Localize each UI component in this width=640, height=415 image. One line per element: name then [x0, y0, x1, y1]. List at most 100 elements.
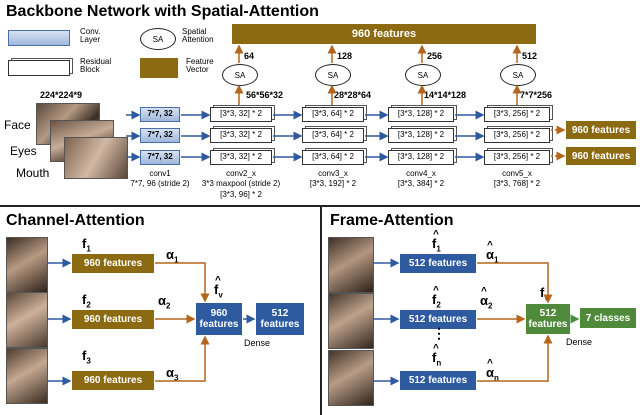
caption-conv1-sub: 7*7, 96 (stride 2): [130, 179, 190, 188]
frame-fn: fn ^: [432, 344, 442, 368]
frame-alpha1-sub: 1: [494, 255, 499, 265]
sa-channels-4: 512: [522, 51, 538, 61]
frame-alphan-sub: n: [494, 373, 499, 383]
channel-fv: fv ^: [214, 276, 223, 300]
caption-conv2: conv2_x: [226, 169, 256, 178]
stage4-box-mouth: [3*3, 128] * 2: [388, 150, 454, 165]
legend-residual-label: Residual Block: [80, 57, 112, 74]
size-stage2: 56*56*32: [246, 90, 284, 100]
frame-alpha1-symbol: α: [486, 247, 494, 262]
stage4-box-face: [3*3, 128] * 2: [388, 107, 454, 122]
channel-face-2: [6, 292, 48, 348]
channel-arrows: [47, 258, 256, 386]
stage3-box-eyes: [3*3, 64] * 2: [302, 128, 364, 143]
stage5-box-eyes: [3*3, 256] * 2: [484, 128, 550, 143]
channel-title: Channel-Attention: [6, 212, 145, 229]
channel-f2-symbol: f: [82, 292, 87, 307]
legend-sa-label: Spatial Attention: [182, 27, 214, 44]
input-size-label: 224*224*9: [40, 90, 83, 100]
channel-feature-box-3: 960 features: [72, 371, 154, 390]
backbone-arrows: [126, 44, 566, 162]
sa-channels-1: 64: [244, 51, 255, 61]
stage2-box-mouth: [3*3, 32] * 2: [210, 150, 272, 165]
channel-alpha3: α3: [166, 366, 178, 383]
frame-f1-hat: ^: [433, 229, 439, 240]
frame-f2-sub: 2: [436, 300, 441, 310]
channel-alpha1-sub: 1: [174, 255, 179, 265]
channel-alpha3-symbol: α: [166, 365, 174, 380]
frame-alpha1: α1^: [486, 241, 499, 265]
frame-fn-symbol: f: [432, 350, 437, 365]
legend-sa-symbol: SA: [140, 28, 176, 50]
input-mouth-label: Mouth: [16, 166, 50, 180]
frame-alphan-hat: ^: [487, 358, 493, 369]
channel-alpha1: α1: [166, 248, 178, 265]
backbone-title: Backbone Network with Spatial-Attention: [6, 3, 319, 20]
channel-f3-sub: 3: [86, 356, 91, 366]
stage2-box-face: [3*3, 32] * 2: [210, 107, 272, 122]
top-feature-box: 960 features: [232, 24, 536, 44]
legend-conv-label: Conv. Layer: [80, 27, 101, 44]
frame-face-2: [328, 293, 374, 349]
channel-alpha2: α2: [158, 294, 170, 311]
channel-merge-box: 960 features: [196, 303, 242, 335]
frame-alpha2: α2^: [480, 287, 493, 311]
channel-feature-box-1: 960 features: [72, 254, 154, 273]
channel-output-box: 512 features: [256, 303, 304, 335]
channel-alpha1-symbol: α: [166, 247, 174, 262]
mouth-image: [64, 137, 128, 179]
caption-conv3: conv3_x: [318, 169, 348, 178]
caption-conv5: conv5_x: [502, 169, 532, 178]
frame-fv-symbol: f: [540, 285, 545, 300]
frame-f1-sub: 1: [436, 244, 441, 254]
legend-feature-swatch: [140, 58, 178, 78]
input-face-label: Face: [4, 118, 31, 132]
frame-dense-label: Dense: [566, 337, 593, 347]
legend-feature-label: Feature Vector: [186, 57, 214, 74]
channel-f3-symbol: f: [82, 348, 87, 363]
conv1-box-face: 7*7, 32: [140, 107, 180, 122]
channel-f3: f3: [82, 349, 91, 366]
size-stage5: 7*7*256: [520, 90, 553, 100]
frame-alpha2-hat: ^: [481, 286, 487, 297]
sa-channels-2: 128: [337, 51, 353, 61]
frame-feature-box-n: 512 features: [400, 371, 476, 390]
channel-fv-symbol: f: [214, 282, 219, 297]
channel-f2: f2: [82, 293, 91, 310]
frame-fn-sub: n: [436, 358, 442, 368]
channel-alpha2-symbol: α: [158, 293, 166, 308]
frame-alphan-symbol: α: [486, 365, 494, 380]
frame-arrows: [373, 258, 580, 386]
frame-face-n: [328, 350, 374, 406]
frame-dots: ⋮: [432, 325, 446, 341]
vertical-divider: [320, 205, 322, 415]
caption-conv4: conv4_x: [406, 169, 436, 178]
channel-fv-hat: ^: [215, 275, 221, 286]
channel-fv-sub: v: [218, 290, 223, 300]
sa-node-1: SA: [222, 64, 258, 86]
channel-dense-label: Dense: [244, 338, 271, 348]
frame-title: Frame-Attention: [330, 212, 454, 229]
frame-output-box: 7 classes: [580, 308, 636, 328]
frame-f2: f2^: [432, 286, 441, 310]
frame-f2-symbol: f: [432, 292, 437, 307]
legend-conv-swatch: [8, 30, 70, 46]
stage5-box-face: [3*3, 256] * 2: [484, 107, 550, 122]
input-eyes-label: Eyes: [10, 144, 37, 158]
channel-feature-box-2: 960 features: [72, 310, 154, 329]
frame-fn-hat: ^: [433, 343, 439, 354]
frame-alpha2-sub: 2: [488, 301, 493, 311]
caption-conv2-sub2: [3*3, 96] * 2: [220, 190, 262, 199]
caption-conv3-sub: [3*3, 192] * 2: [309, 179, 357, 188]
channel-face-1: [6, 237, 48, 293]
side-feature-box-2: 960 features: [566, 147, 636, 165]
caption-conv5-sub: [3*3, 768] * 2: [493, 179, 541, 188]
frame-alpha1-hat: ^: [487, 240, 493, 251]
size-stage4: 14*14*128: [424, 90, 467, 100]
stage3-box-face: [3*3, 64] * 2: [302, 107, 364, 122]
caption-conv1: conv1: [149, 169, 171, 178]
channel-face-3: [6, 348, 48, 404]
stage4-box-eyes: [3*3, 128] * 2: [388, 128, 454, 143]
channel-alpha3-sub: 3: [174, 373, 179, 383]
